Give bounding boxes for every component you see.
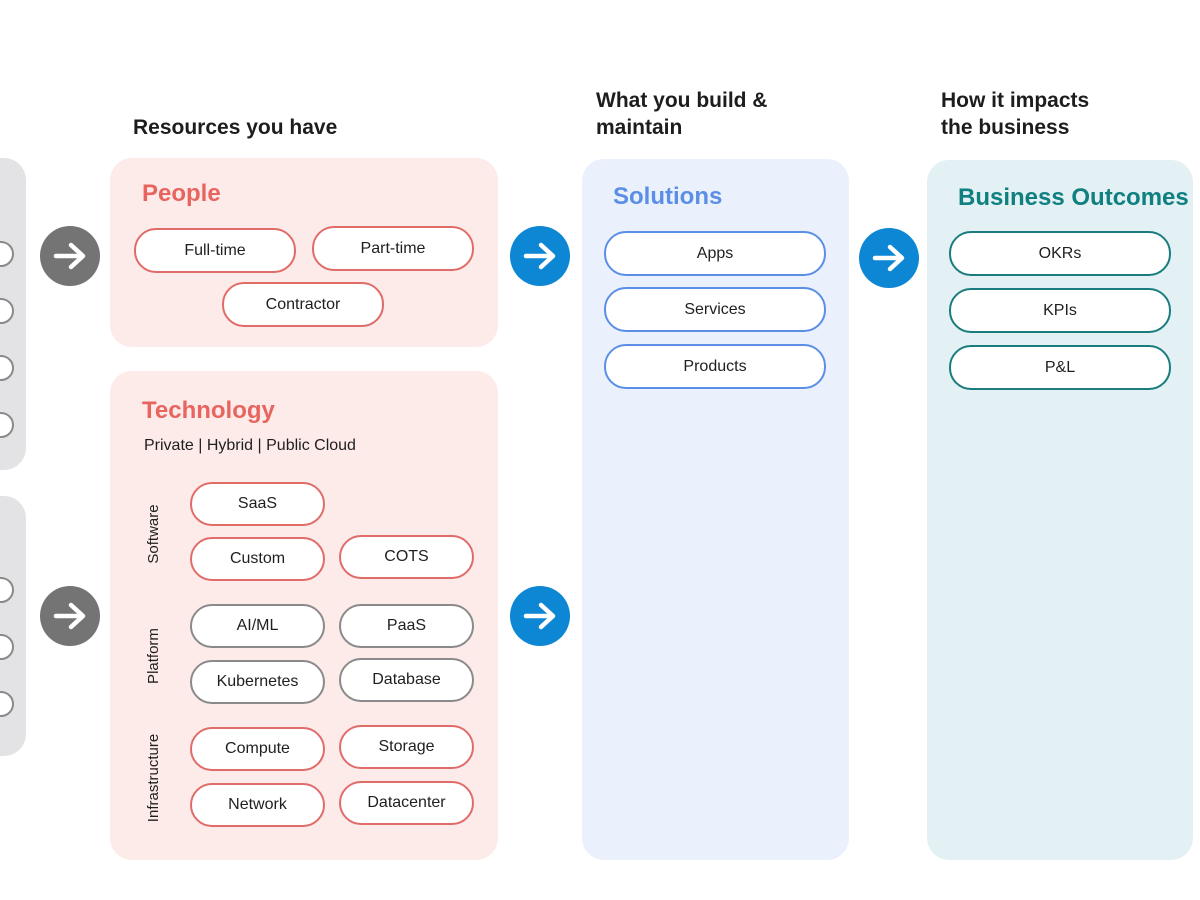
people-title: People (142, 180, 221, 207)
heading-build-line2: maintain (596, 116, 683, 139)
solutions-panel: Solutions Apps Services Products (582, 159, 849, 860)
pill-storage: Storage (339, 725, 474, 769)
pill-contractor: Contractor (222, 282, 384, 327)
pill-datacenter: Datacenter (339, 781, 474, 825)
arrow-right-icon (510, 226, 570, 286)
heading-build-line1: What you build & (596, 89, 768, 112)
pill-part-time: Part-time (312, 226, 474, 271)
pill-ai-ml: AI/ML (190, 604, 325, 648)
pill-pnl: P&L (949, 345, 1171, 390)
pill-custom: Custom (190, 537, 325, 581)
arrow-right-icon (510, 586, 570, 646)
technology-subtitle: Private | Hybrid | Public Cloud (144, 437, 356, 454)
pill-compute: Compute (190, 727, 325, 771)
pill-kpis: KPIs (949, 288, 1171, 333)
technology-title: Technology (142, 397, 275, 424)
heading-impact-line2: the business (941, 116, 1070, 139)
arrow-right-icon (40, 586, 100, 646)
solutions-title: Solutions (613, 183, 723, 210)
heading-build: What you build & maintain (596, 87, 767, 141)
left-stub-panel-bottom (0, 496, 26, 756)
outcomes-title: Business Outcomes (958, 184, 1189, 211)
platform-label: Platform (145, 628, 162, 684)
heading-impact: How it impacts the business (941, 87, 1089, 141)
pill-saas: SaaS (190, 482, 325, 526)
technology-panel: Technology Private | Hybrid | Public Clo… (110, 371, 498, 860)
pill-apps: Apps (604, 231, 826, 276)
pill-network: Network (190, 783, 325, 827)
arrow-right-icon (40, 226, 100, 286)
pill-kubernetes: Kubernetes (190, 660, 325, 704)
software-label: Software (145, 504, 162, 564)
pill-cots: COTS (339, 535, 474, 579)
pill-services: Services (604, 287, 826, 332)
people-panel: People Full-time Part-time Contractor (110, 158, 498, 347)
infrastructure-label: Infrastructure (145, 733, 162, 823)
pill-okrs: OKRs (949, 231, 1171, 276)
pill-full-time: Full-time (134, 228, 296, 273)
arrow-right-icon (859, 228, 919, 288)
pill-database: Database (339, 658, 474, 702)
outcomes-panel: Business Outcomes OKRs KPIs P&L (927, 160, 1193, 860)
heading-impact-line1: How it impacts (941, 89, 1090, 112)
pill-products: Products (604, 344, 826, 389)
pill-paas: PaaS (339, 604, 474, 648)
heading-resources: Resources you have (133, 116, 338, 139)
